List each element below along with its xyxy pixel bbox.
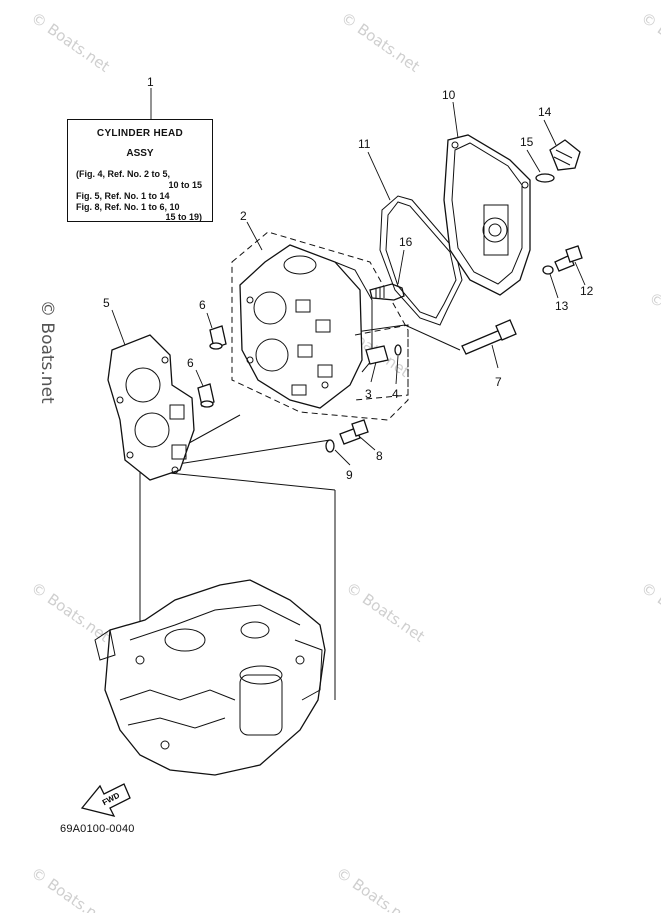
callout-9: 9 xyxy=(346,468,353,482)
callout-12: 12 xyxy=(580,284,594,298)
callout-4: 4 xyxy=(392,387,399,401)
watermark-text-side: © Boats.net xyxy=(37,300,57,404)
reference-line-cont: 10 to 15 xyxy=(168,180,202,190)
watermark-text: © Boats.net xyxy=(333,864,418,913)
watermark-text: © Boats.net xyxy=(638,9,661,76)
reference-line: (Fig. 4, Ref. No. 2 to 5, xyxy=(76,169,171,179)
cylinder-head xyxy=(239,244,373,409)
watermark-text: © Boats.net xyxy=(28,864,113,913)
oil-cap xyxy=(535,139,581,183)
callout-8: 8 xyxy=(376,449,383,463)
watermark-text: © Boats.net xyxy=(343,579,428,646)
long-bolt xyxy=(461,319,517,355)
forward-direction-arrow: FWD xyxy=(80,783,131,817)
reference-line: Fig. 8, Ref. No. 1 to 6, 10 xyxy=(76,202,180,212)
callout-11: 11 xyxy=(358,137,371,151)
watermark-text: © Boats.net xyxy=(638,579,661,646)
reference-line-cont: 15 to 19) xyxy=(165,212,202,222)
cylinder-head-assy-outline xyxy=(231,231,409,421)
assembly-title-box: CYLINDER HEAD ASSY (Fig. 4, Ref. No. 2 t… xyxy=(67,119,213,222)
watermark-text: © Boats.net xyxy=(28,9,113,76)
callout-13: 13 xyxy=(555,299,569,313)
title-line-1: CYLINDER HEAD xyxy=(96,128,184,139)
reference-line: Fig. 5, Ref. No. 1 to 14 xyxy=(76,191,170,201)
callout-16: 16 xyxy=(399,235,413,249)
title-line-2: ASSY xyxy=(126,148,154,159)
diagram-code: 69A0100-0040 xyxy=(60,823,135,835)
fitting-and-washer xyxy=(354,324,409,401)
callout-6-upper: 6 xyxy=(199,298,206,312)
callout-5: 5 xyxy=(103,296,110,310)
callout-3: 3 xyxy=(365,387,372,401)
head-gasket xyxy=(107,334,195,481)
watermark-text: © Boats.net xyxy=(28,579,113,646)
callout-1: 1 xyxy=(147,75,154,89)
head-cover xyxy=(443,134,531,296)
cover-bolt-washer xyxy=(542,245,583,275)
callout-7: 7 xyxy=(495,375,502,389)
callout-2: 2 xyxy=(240,209,247,223)
callout-10: 10 xyxy=(442,88,456,102)
callout-14: 14 xyxy=(538,105,552,119)
callouts: 1 2 3 4 5 6 6 7 8 9 10 11 12 13 14 15 16 xyxy=(103,75,594,482)
callout-15: 15 xyxy=(520,135,534,149)
leader-lines xyxy=(111,88,586,466)
watermark-text: © Boats.net xyxy=(338,9,423,76)
watermark-text: © Boats.net xyxy=(646,289,661,356)
dowel-pins xyxy=(197,325,227,408)
short-bolt-washer xyxy=(325,419,369,453)
cover-gasket xyxy=(379,195,463,326)
cylinder-block xyxy=(94,579,326,776)
callout-6-lower: 6 xyxy=(187,356,194,370)
spark-plug xyxy=(369,283,405,301)
